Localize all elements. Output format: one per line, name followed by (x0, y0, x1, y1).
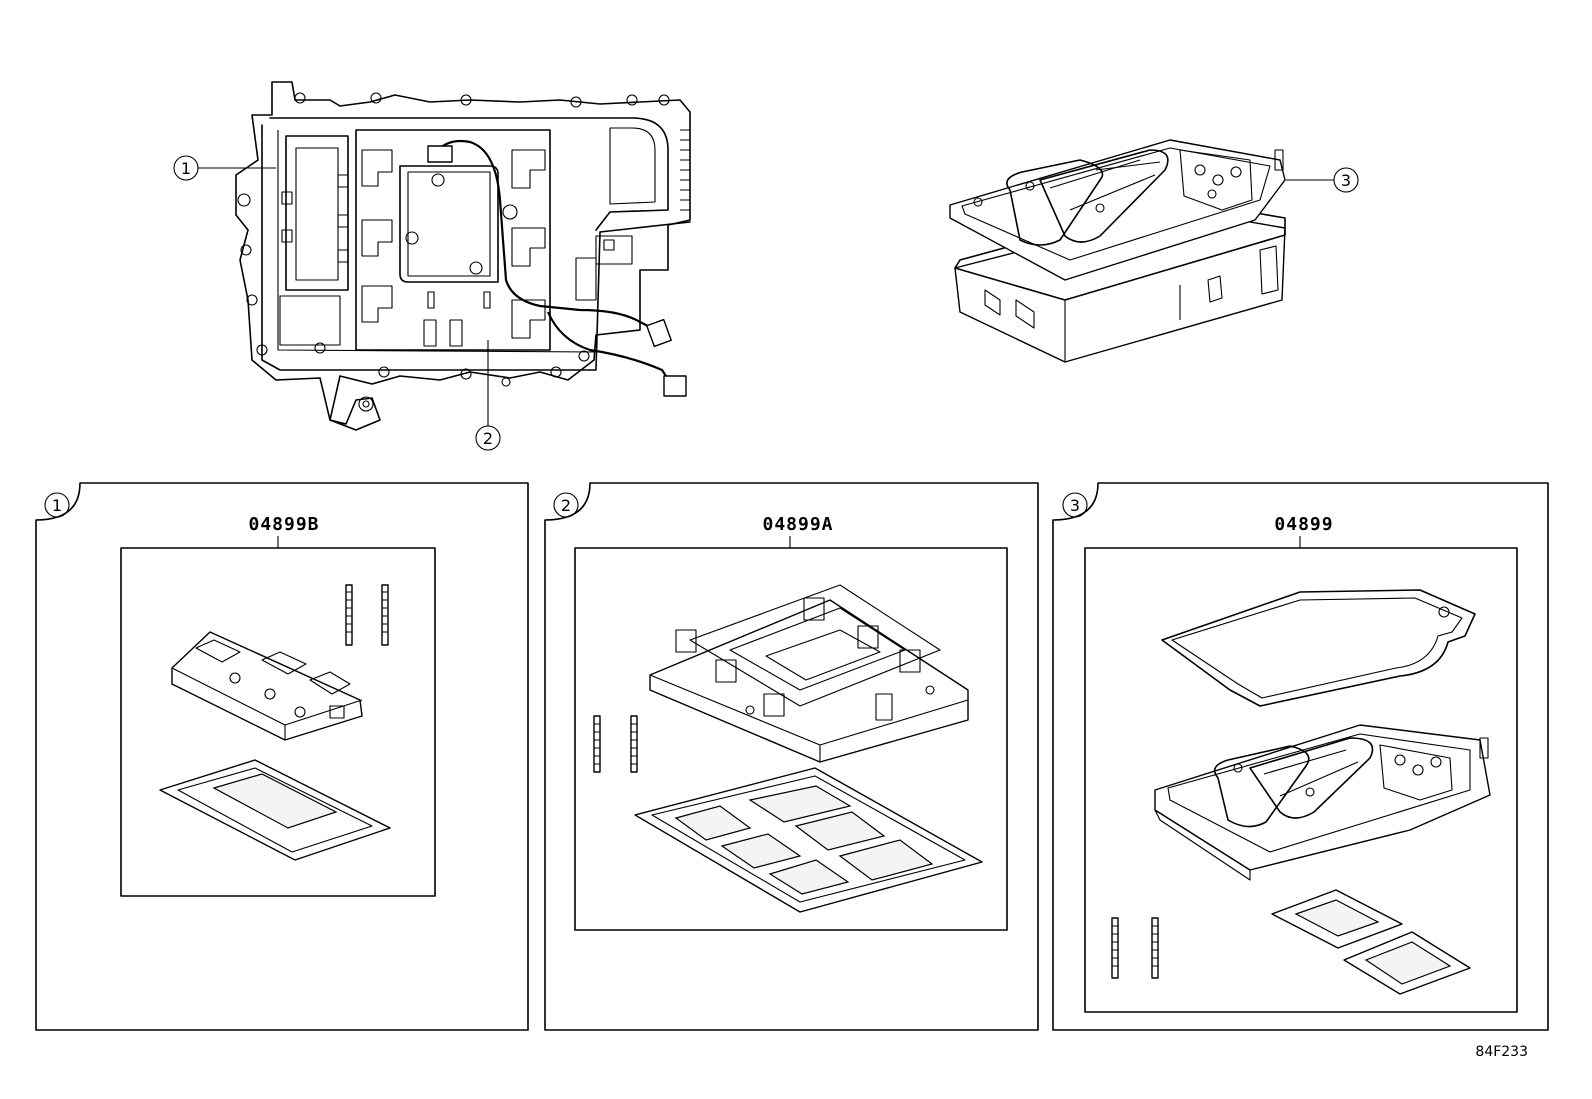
kit-panel-2: 2 04899A (544, 482, 1039, 1031)
panel-1-tab-label: 1 (52, 496, 62, 515)
gasket-sheet (159, 759, 391, 861)
figure-code: 84F233 (1475, 1044, 1528, 1060)
gasket-sheet (634, 767, 983, 913)
panel-2-part-number: 04899A (762, 514, 833, 535)
callout-3-label: 3 (1341, 171, 1351, 190)
panel-1-part-number: 04899B (248, 514, 319, 535)
stud-bolts (345, 584, 389, 646)
kit-panel-1: 1 04899B (35, 482, 529, 1031)
panel-3-tab-label: 3 (1070, 496, 1080, 515)
power-module (171, 631, 363, 741)
case-gasket (1161, 589, 1476, 707)
callout-1-label: 1 (181, 159, 191, 178)
inverter-plan-view (235, 81, 691, 431)
callout-3: 3 (1286, 167, 1359, 193)
inverter-upper-case (1154, 724, 1491, 881)
stud-bolts (1111, 917, 1159, 979)
callout-2: 2 (475, 340, 501, 451)
stud-bolts (593, 715, 638, 773)
small-gaskets (1271, 889, 1471, 995)
panel-3-part-number: 04899 (1274, 514, 1333, 535)
housing-bolt-bosses (237, 92, 670, 412)
panel-2-tab-label: 2 (561, 496, 571, 515)
callout-2-label: 2 (483, 429, 493, 448)
power-module-frame (649, 584, 969, 763)
inverter-isometric-view (949, 139, 1286, 363)
kit-panel-3: 3 04899 (1052, 482, 1549, 1031)
callout-1: 1 (173, 155, 276, 181)
